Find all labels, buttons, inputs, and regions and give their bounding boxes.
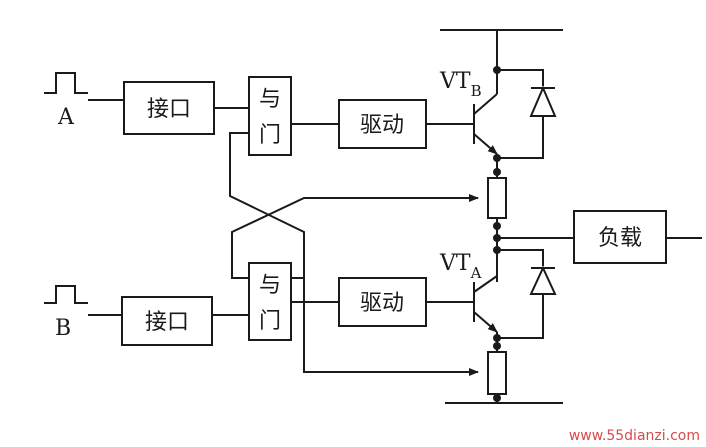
load-label: 负载 [598, 226, 642, 251]
vtb-label-base: VT [439, 69, 471, 94]
wire-top-diode [497, 69, 544, 159]
driver-bottom-label: 驱动 [360, 291, 404, 316]
input-b-label: B [55, 316, 71, 341]
junction-dot [493, 222, 501, 230]
junction-dot [493, 334, 501, 342]
and-gate-bottom-label-2: 门 [259, 309, 281, 334]
vtb-emitter [473, 133, 498, 155]
feedback-to-bottom-resistor [303, 278, 479, 376]
vta-label-base: VT [439, 251, 471, 276]
junction-dot [493, 66, 501, 74]
top-resistor [487, 177, 507, 219]
junction-dot [493, 342, 501, 350]
bottom-resistor [487, 351, 507, 395]
and-gate-top-label-1: 与 [259, 87, 281, 112]
junction-dot [493, 154, 501, 162]
and-gate-top-box [248, 76, 292, 156]
pulse-a-icon [44, 72, 88, 94]
vtb-label: VTB [439, 69, 482, 100]
and-gate-top-label-2: 门 [259, 123, 281, 148]
interface-top-label: 接口 [147, 97, 191, 122]
junction-dot [493, 394, 501, 402]
pulse-b-icon [44, 285, 88, 304]
feedback-bottom-gate [231, 194, 479, 279]
vta-label-subscript: A [470, 264, 482, 282]
wire-bottom-diode [497, 249, 544, 339]
input-a-label: A [57, 105, 75, 130]
top-diode-icon [529, 85, 557, 117]
junction-dot [493, 168, 501, 176]
junction-dot [493, 234, 501, 242]
vtb-label-subscript: B [471, 82, 482, 100]
vta-label: VTA [439, 251, 482, 282]
vta-emitter [473, 311, 498, 333]
vta-collector [473, 275, 498, 293]
vtb-collector [473, 93, 498, 115]
driver-top-label: 驱动 [360, 113, 404, 138]
feedback-top-gate [229, 132, 305, 279]
bottom-diode-icon [529, 265, 557, 295]
and-gate-bottom-label-1: 与 [259, 273, 281, 298]
interface-bottom-box [121, 296, 213, 346]
junction-dot [493, 246, 501, 254]
interface-bottom-label: 接口 [145, 310, 189, 335]
watermark: www.55dianzi.com [569, 428, 700, 444]
